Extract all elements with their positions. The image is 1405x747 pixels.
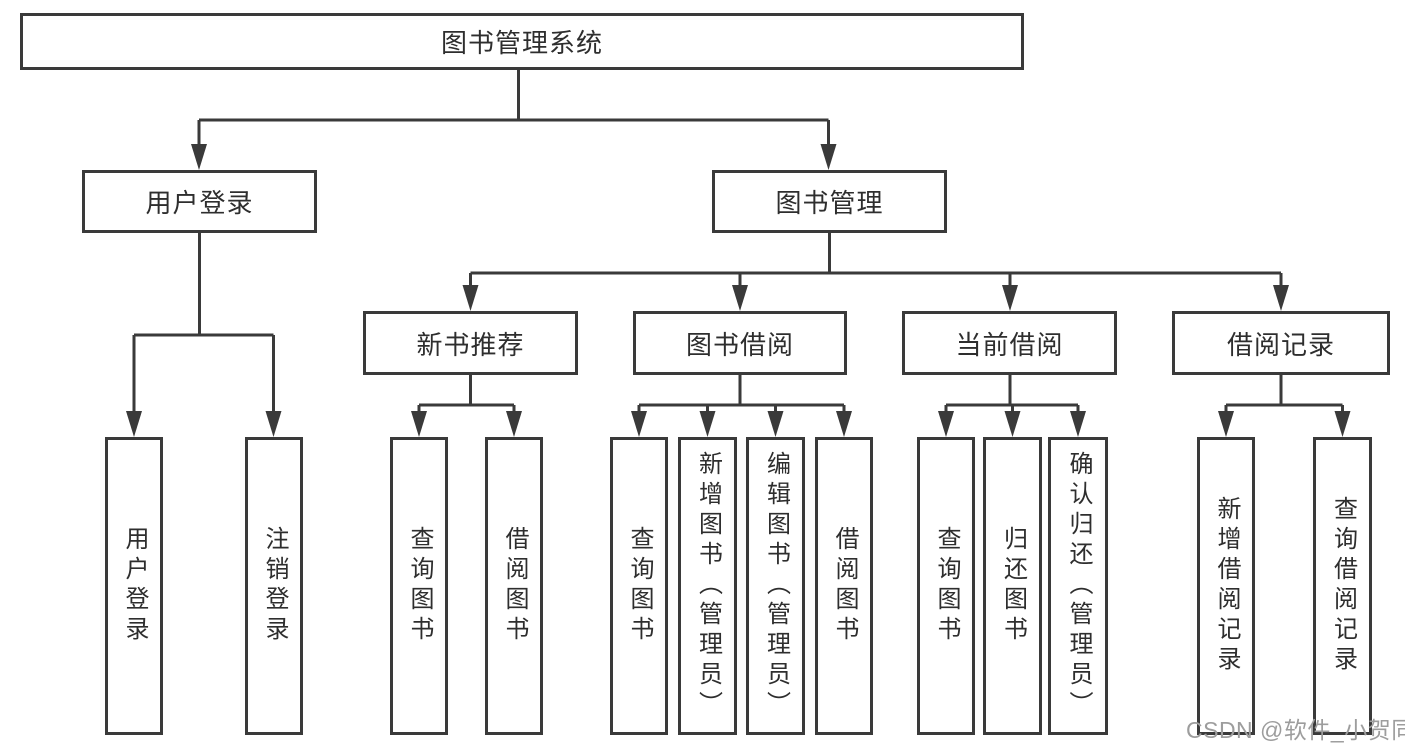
edge-line <box>944 375 1080 413</box>
arrowhead-icon <box>265 411 282 437</box>
node-leaf-borrow-books-1: 借阅图书 <box>485 437 543 735</box>
arrowhead-icon <box>1334 411 1351 437</box>
arrowhead-icon <box>836 411 852 437</box>
arrowhead-icon <box>820 144 837 170</box>
arrowhead-icon <box>1273 285 1289 311</box>
node-leaf-logout: 注销登录 <box>245 437 303 735</box>
node-label: 图书借阅 <box>685 329 794 360</box>
edge-line <box>417 375 516 413</box>
arrowhead-icon <box>1070 411 1086 437</box>
edge-borrow-records-to-leaves <box>1218 375 1351 437</box>
arrowhead-icon <box>462 285 479 311</box>
node-book-management: 图书管理 <box>712 170 947 233</box>
edge-line <box>469 233 1283 287</box>
node-label: 借阅图书 <box>501 526 528 646</box>
node-borrowing-records: 借阅记录 <box>1172 311 1390 375</box>
arrowhead-icon <box>699 411 716 437</box>
arrowhead-icon <box>506 411 522 437</box>
edge-user-login-to-leaves <box>126 233 282 437</box>
edge-book-mgmt-to-level3 <box>462 233 1289 311</box>
node-label: 新书推荐 <box>416 329 525 360</box>
node-leaf-query-books-2: 查询图书 <box>610 437 668 735</box>
arrowhead-icon <box>767 411 784 437</box>
node-label: 借阅记录 <box>1226 329 1335 360</box>
node-label: 图书管理系统 <box>440 28 603 58</box>
node-leaf-edit-book-admin: 编辑图书（管理员） <box>746 437 805 735</box>
node-label: 用户登录 <box>145 188 254 218</box>
node-leaf-add-book-admin: 新增图书（管理员） <box>678 437 737 735</box>
node-label: 编辑图书（管理员） <box>762 451 790 721</box>
node-leaf-borrow-books-2: 借阅图书 <box>815 437 873 735</box>
csdn-watermark: CSDN @软件_小贺同学 <box>1186 717 1405 743</box>
arrowhead-icon <box>1004 411 1021 437</box>
node-label: 查询图书 <box>406 526 433 646</box>
node-label: 借阅图书 <box>831 526 858 646</box>
arrowhead-icon <box>938 411 954 437</box>
edge-line <box>132 233 275 413</box>
arrowhead-icon <box>1218 411 1234 437</box>
edge-line <box>637 375 846 413</box>
edge-root-to-level2 <box>191 70 837 170</box>
node-label: 当前借阅 <box>955 329 1064 360</box>
edge-book-borrow-to-leaves <box>631 375 852 437</box>
arrowhead-icon <box>126 411 142 437</box>
node-leaf-add-borrow-record: 新增借阅记录 <box>1197 437 1255 735</box>
node-book-borrowing: 图书借阅 <box>633 311 847 375</box>
node-label: 新增图书（管理员） <box>694 451 722 721</box>
node-new-book-recommend: 新书推荐 <box>363 311 578 375</box>
edge-new-book-to-leaves <box>411 375 522 437</box>
node-label: 查询图书 <box>933 526 960 646</box>
arrowhead-icon <box>1002 285 1018 311</box>
node-library-system: 图书管理系统 <box>20 13 1024 70</box>
arrowhead-icon <box>732 285 748 311</box>
node-leaf-return-books: 归还图书 <box>983 437 1042 735</box>
node-label: 查询图书 <box>626 526 653 646</box>
arrowhead-icon <box>191 144 207 170</box>
node-label: 图书管理 <box>775 188 884 218</box>
node-label: 归还图书 <box>999 526 1027 646</box>
edge-line <box>197 70 830 146</box>
node-user-login-branch: 用户登录 <box>82 170 317 233</box>
node-leaf-confirm-return-admin: 确认归还（管理员） <box>1048 437 1108 735</box>
node-leaf-query-borrow-record: 查询借阅记录 <box>1313 437 1372 735</box>
node-label: 用户登录 <box>121 526 148 646</box>
node-label: 注销登录 <box>261 526 288 646</box>
arrowhead-icon <box>411 411 427 437</box>
node-leaf-query-books-3: 查询图书 <box>917 437 975 735</box>
edge-current-borrow-to-leaves <box>938 375 1086 437</box>
edge-line <box>1224 375 1344 413</box>
node-label: 查询借阅记录 <box>1329 496 1357 676</box>
arrowhead-icon <box>631 411 647 437</box>
node-leaf-query-books-1: 查询图书 <box>390 437 448 735</box>
node-current-borrowing: 当前借阅 <box>902 311 1117 375</box>
node-leaf-user-login: 用户登录 <box>105 437 163 735</box>
node-label: 确认归还（管理员） <box>1065 451 1092 721</box>
node-label: 新增借阅记录 <box>1213 496 1240 676</box>
